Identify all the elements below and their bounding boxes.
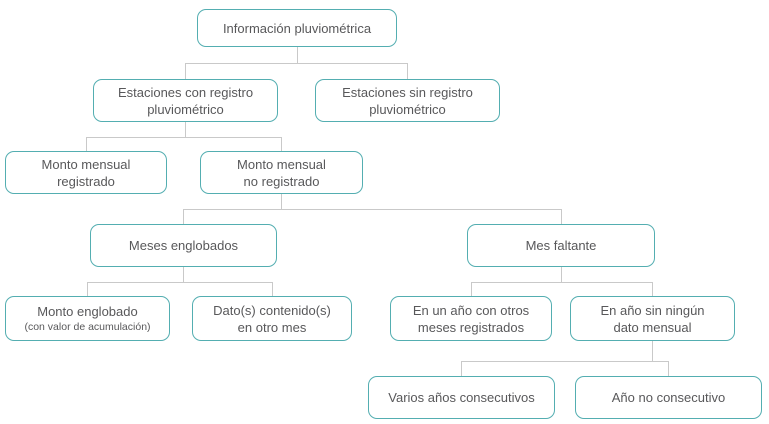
connector (185, 63, 186, 79)
connector (281, 194, 282, 209)
connector (86, 137, 87, 151)
connector (471, 282, 653, 283)
connector (185, 122, 186, 137)
connector (668, 361, 669, 376)
node-label: Mes faltante (525, 238, 597, 253)
node-mes-faltante: Mes faltante (467, 224, 655, 267)
node-label: en otro mes (237, 319, 307, 335)
node-monto-mensual-no-registrado: Monto mensual no registrado (200, 151, 363, 194)
node-label: registrado (57, 173, 115, 189)
node-label: Estaciones con registro (117, 84, 254, 100)
node-ano-no-consecutivo: Año no consecutivo (575, 376, 762, 419)
connector (281, 137, 282, 151)
node-en-ano-sin-ningun-dato: En año sin ningún dato mensual (570, 296, 735, 341)
connector (272, 282, 273, 296)
node-label: Monto englobado (37, 304, 138, 319)
node-label: pluviométrico (147, 101, 224, 117)
node-label: Año no consecutivo (611, 390, 726, 405)
connector (561, 209, 562, 224)
node-label: Meses englobados (128, 238, 239, 253)
node-label: Monto mensual (237, 156, 326, 172)
node-label: Estaciones sin registro (342, 84, 473, 100)
node-varios-anos-consecutivos: Varios años consecutivos (368, 376, 555, 419)
connector (652, 341, 653, 361)
connector (183, 267, 184, 282)
connector (297, 47, 298, 63)
connector (183, 209, 561, 210)
node-label: Dato(s) contenido(s) (213, 302, 331, 318)
connector (86, 137, 282, 138)
connector (407, 63, 408, 79)
node-label: En año sin ningún (600, 302, 705, 318)
node-label: no registrado (243, 173, 320, 189)
node-label: En un año con otros (412, 302, 530, 318)
node-en-ano-con-otros-meses: En un año con otros meses registrados (390, 296, 552, 341)
connector (461, 361, 669, 362)
connector (87, 282, 272, 283)
node-meses-englobados: Meses englobados (90, 224, 277, 267)
node-label: Varios años consecutivos (388, 390, 535, 405)
connector (183, 209, 184, 224)
node-label: pluviométrico (369, 101, 446, 117)
node-sublabel: (con valor de acumulación) (24, 321, 151, 333)
connector (461, 361, 462, 376)
node-label: Información pluviométrica (222, 20, 372, 36)
connector (87, 282, 88, 296)
node-monto-englobado: Monto englobado (con valor de acumulació… (5, 296, 170, 341)
node-informacion-pluviometrica: Información pluviométrica (197, 9, 397, 47)
node-estaciones-con-registro: Estaciones con registro pluviométrico (93, 79, 278, 122)
node-monto-mensual-registrado: Monto mensual registrado (5, 151, 167, 194)
node-label: meses registrados (417, 319, 525, 335)
connector (652, 282, 653, 296)
connector (561, 267, 562, 282)
connector (471, 282, 472, 296)
node-label: Monto mensual (41, 156, 131, 172)
node-datos-contenidos: Dato(s) contenido(s) en otro mes (192, 296, 352, 341)
node-label: dato mensual (613, 319, 692, 335)
connector (185, 63, 408, 64)
node-estaciones-sin-registro: Estaciones sin registro pluviométrico (315, 79, 500, 122)
